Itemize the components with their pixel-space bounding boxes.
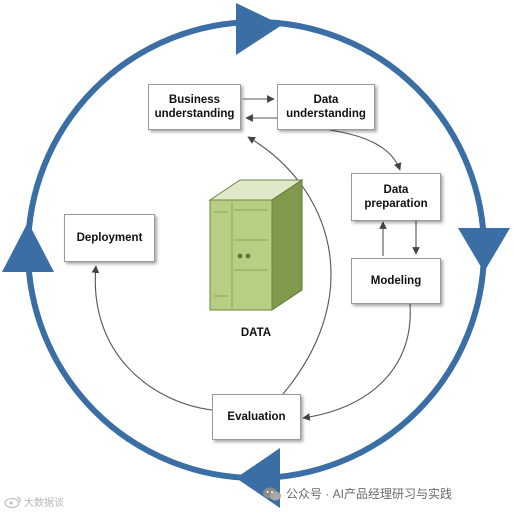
watermark-right: 公众号 · AI产品经理研习与实践	[262, 485, 452, 502]
node-business-understanding-line2: understanding	[154, 108, 235, 120]
cycle-arrow-top	[236, 3, 282, 55]
server-icon	[208, 179, 304, 311]
node-data-preparation-line1: Data	[383, 184, 409, 196]
node-business-understanding: Business understanding	[148, 84, 241, 130]
watermark-left: 大数据谈	[4, 494, 64, 509]
arrow-data-understanding-to-preparation	[329, 129, 402, 171]
arrow-evaluation-to-business	[247, 136, 332, 395]
cycle-arrow-right	[458, 228, 510, 272]
watermark-left-text: 大数据谈	[24, 498, 64, 509]
node-deployment: Deployment	[64, 214, 155, 262]
node-data-preparation: Data preparation	[351, 173, 441, 221]
node-evaluation: Evaluation	[212, 394, 301, 440]
wechat-icon	[263, 487, 281, 500]
arrow-modeling-to-evaluation	[302, 303, 411, 421]
node-business-understanding-line1: Business	[168, 94, 221, 106]
node-deployment-label: Deployment	[76, 232, 143, 244]
cycle-arrow-left	[2, 222, 54, 272]
node-data-preparation-line2: preparation	[364, 198, 428, 210]
node-data-understanding-line1: Data	[313, 94, 339, 106]
node-modeling-label: Modeling	[370, 275, 422, 287]
center-data-label: DATA	[240, 327, 272, 339]
node-evaluation-label: Evaluation	[227, 411, 286, 423]
node-modeling: Modeling	[351, 258, 441, 304]
node-data-understanding: Data understanding	[277, 84, 375, 130]
arrow-evaluation-to-deployment	[91, 265, 213, 411]
weibo-icon	[4, 495, 21, 508]
watermark-right-text: 公众号 · AI产品经理研习与实践	[286, 487, 453, 501]
node-data-understanding-line2: understanding	[286, 108, 366, 120]
